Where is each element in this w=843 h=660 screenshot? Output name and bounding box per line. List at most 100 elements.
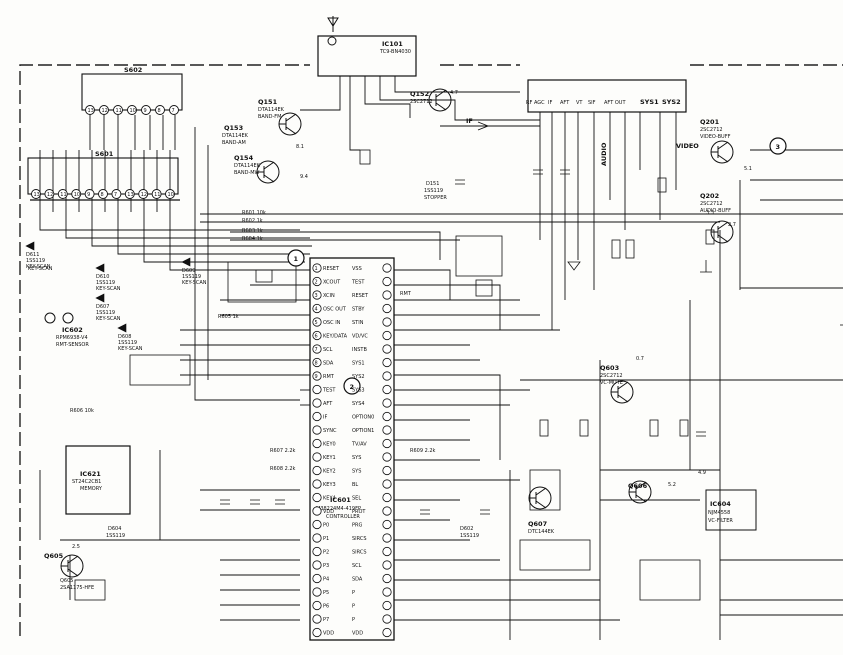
diode-func: KEY-SCAN (182, 280, 207, 286)
voltage-label: 4.9 (698, 470, 706, 476)
ic602-func: RMT-SENSOR (56, 342, 89, 348)
ic601-pin-12 (312, 411, 322, 422)
ic621-memory: IC621 ST24C2CB1 MEMORY (65, 445, 131, 515)
ic601-pin-name: SCL (323, 347, 333, 353)
antenna-symbol (327, 16, 339, 32)
ic601-pin-40 (382, 479, 392, 489)
ic601-pin-name: P6 (323, 604, 329, 610)
ic601-pin-20 (312, 519, 322, 530)
ic601-pin-53 (382, 303, 392, 314)
ic601-pin-name: KEY1 (323, 455, 336, 461)
ic604-ref: IC604 (710, 500, 731, 508)
ic601-pin-name: SIRCS (352, 536, 367, 542)
resistor-label: R605 1k (218, 314, 239, 320)
switch-pin (141, 105, 151, 115)
ic601-pin-28 (312, 627, 322, 638)
ic601-pin-name: TEST (351, 280, 365, 286)
transistor-ref: Q151 (258, 98, 278, 106)
ic601-pin-name: P0 (323, 523, 329, 529)
switch-s602 (81, 73, 183, 111)
diode-part: 1SS119 (118, 340, 137, 346)
ic601-pin-name: BL (352, 482, 358, 488)
resistor-label: R606 10k (70, 408, 94, 414)
component-clusters (74, 149, 843, 601)
ic601-pin-name: IF (323, 415, 327, 421)
voltage-label: 0.7 (636, 356, 644, 362)
switch-pin (111, 189, 122, 199)
diode-d608 (117, 323, 127, 333)
ic601-pin-name: OSC OUT (323, 307, 347, 313)
ic601-pin-name: XCOUT (323, 280, 341, 286)
switch-pin-num: 11 (154, 192, 160, 198)
q605-ref: Q605 (60, 578, 73, 584)
ic601-pin-35 (382, 546, 392, 557)
switch-pin-num: 7 (172, 108, 175, 114)
ic601-pin-num: 8 (315, 361, 318, 367)
transistor-ref: Q152 (410, 90, 429, 98)
switch-pin (98, 189, 108, 199)
tuner-label-3: VT (576, 100, 583, 106)
switch-pin-num: 10 (130, 108, 136, 114)
diode-part: 1SS119 (96, 280, 115, 286)
transistor-ref: Q605 (44, 552, 64, 560)
switch-pin (138, 189, 149, 199)
ic601-pin-name: P5 (323, 590, 329, 596)
switch-pin (165, 189, 175, 199)
switch-pin (151, 189, 162, 199)
ic601-pin-name: P1 (323, 536, 329, 542)
ic601-pin-num: 1 (315, 266, 318, 272)
ic601-pin-num: 5 (315, 320, 318, 326)
d151-func: STOPPER (424, 195, 447, 201)
ic601-pin-num: 6 (315, 334, 318, 340)
diode-part: 1SS119 (182, 274, 201, 280)
ic601-pin-name: KEY2 (323, 469, 336, 475)
board-outline (19, 64, 843, 636)
ic601-pin-name: PRG (352, 523, 362, 529)
q605-part: 2SA1175-HFE (60, 585, 94, 591)
ic601-pin-48 (382, 371, 392, 381)
ic601-pin-name: P (352, 590, 355, 596)
ic601-pin-8 (312, 357, 322, 368)
q153-part: DTA114EK (222, 133, 249, 139)
ic601-pin-9 (312, 371, 322, 381)
ic601-pin-24 (312, 573, 322, 584)
ic602-ref: IC602 (62, 326, 83, 334)
ic601-pin-42 (382, 452, 392, 462)
transistor-ref: Q603 (600, 364, 619, 372)
ic601-pin-14 (312, 438, 322, 449)
ic601-pin-17 (312, 479, 322, 489)
tuner-block: IC101 TC9-BN4030 (317, 35, 417, 77)
diode-d610 (95, 263, 105, 273)
keyscan-label: KEY-SCAN (28, 266, 53, 272)
ic601-pin-55 (382, 276, 392, 287)
ic601-pin-num: 2 (315, 280, 318, 286)
ic601-pin-51 (382, 330, 392, 341)
ic601-pin-2 (312, 276, 322, 287)
ic601-pin-name: SEL (352, 496, 361, 502)
ic601-pin-23 (312, 560, 322, 570)
ic601-pin-num: 4 (315, 307, 318, 313)
transistor-func: VIDEO-BUFF (700, 134, 731, 140)
ic601-pin-name: SYS (352, 455, 361, 461)
transistor-ref: Q154 (234, 154, 254, 162)
wiring (30, 76, 843, 640)
ic601-pin-name: PROT (352, 509, 366, 515)
ic601-pin-name: SCL (352, 563, 362, 569)
ic601-pin-39 (382, 492, 392, 503)
ic601-pin-name: XCIN (323, 293, 335, 299)
transistor-ref: Q607 (528, 520, 547, 528)
resistor-label: R607 2.2k (270, 448, 296, 454)
ic601-pin-37 (382, 519, 392, 530)
ic601-pin-name: VDD (323, 509, 334, 515)
transistor-func: BAND-FM (258, 114, 281, 120)
d604-part: 1SS119 (106, 533, 125, 539)
voltage-label: 5.2 (668, 482, 676, 488)
ic601-pin-10 (312, 384, 322, 395)
switch-pin (113, 105, 123, 115)
callout-num: 3 (776, 143, 781, 151)
ic604-part: NJM4558 (708, 510, 730, 516)
